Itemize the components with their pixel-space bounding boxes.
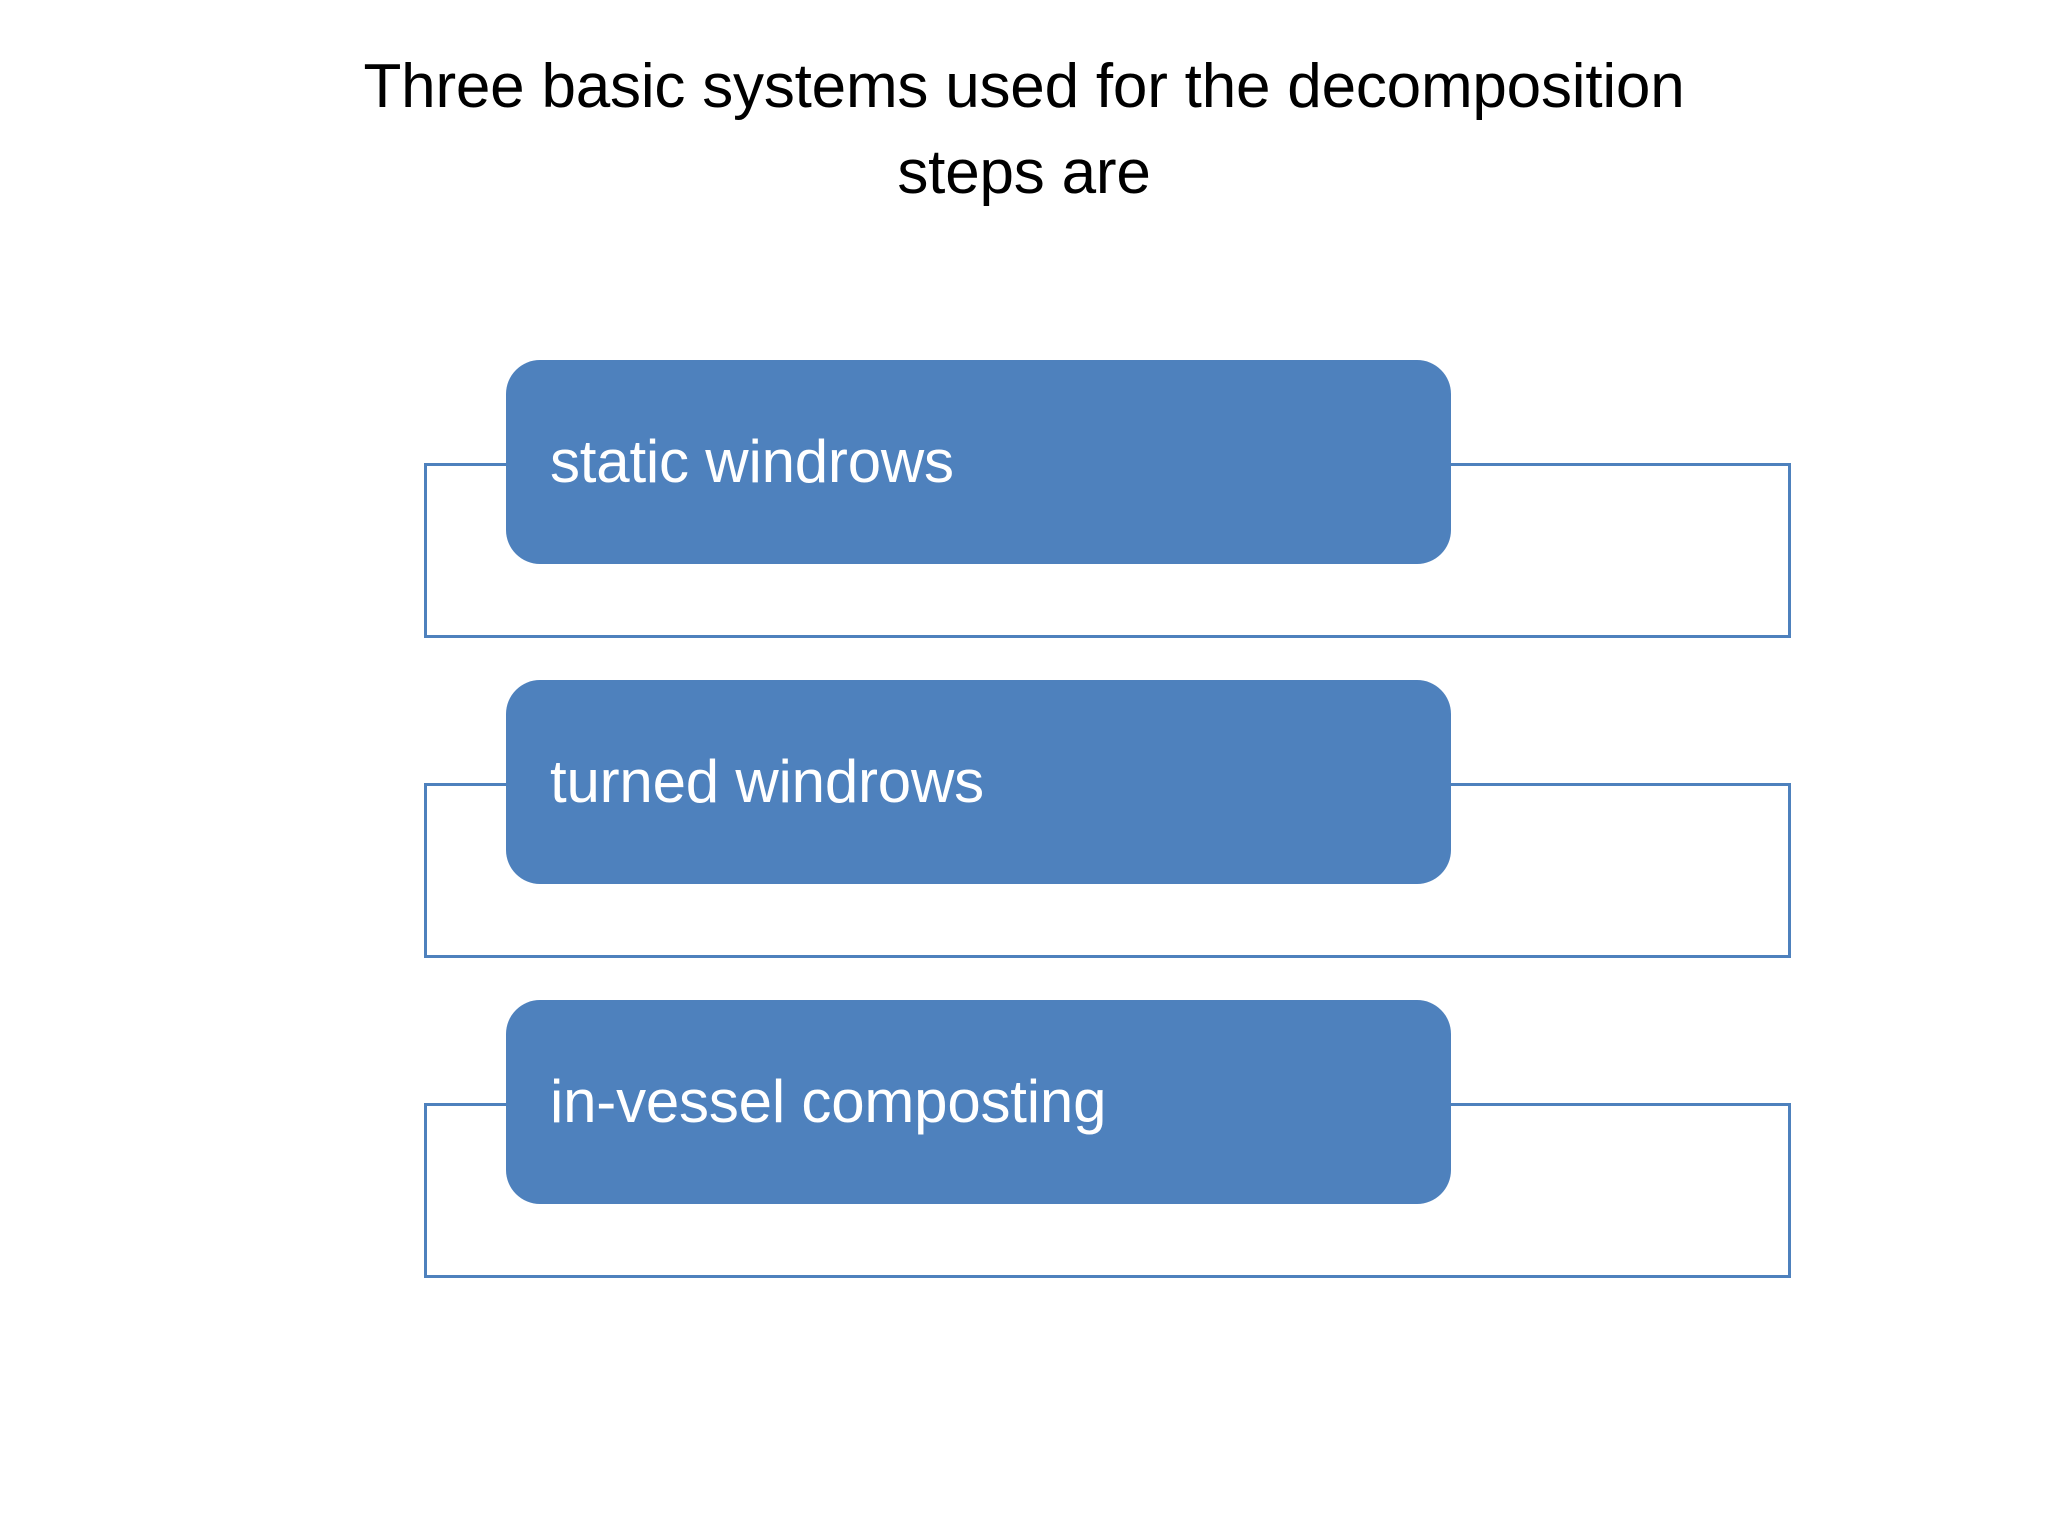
process-callout-1[interactable]: static windrows [506,360,1451,564]
process-callout-3[interactable]: in-vessel composting [506,1000,1451,1204]
process-label-3: in-vessel composting [550,1068,1107,1135]
process-item-2[interactable]: turned windrows [424,680,1794,1000]
process-item-1[interactable]: static windrows [424,360,1794,680]
title-line-1: Three basic systems used for the decompo… [363,52,1685,121]
process-label-1: static windrows [550,428,954,495]
process-item-3[interactable]: in-vessel composting [424,1000,1794,1320]
process-callout-2[interactable]: turned windrows [506,680,1451,884]
title-line-2: steps are [897,137,1151,207]
page-title: Three basic systems used for the decompo… [0,44,2048,215]
process-label-2: turned windrows [550,748,984,815]
